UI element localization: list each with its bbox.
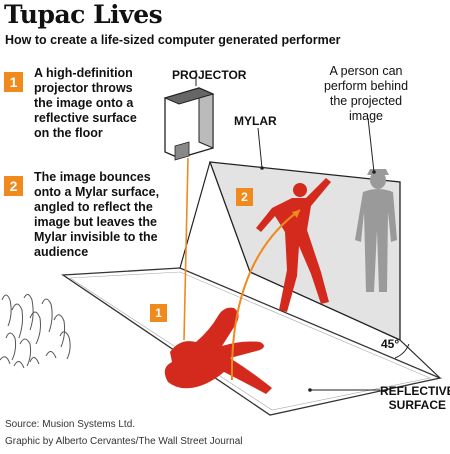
floor-marker-1: 1 (150, 304, 167, 322)
step-1-badge: 1 (4, 72, 23, 92)
step-2-text: The image bounces onto a Mylar surface, … (34, 170, 160, 259)
performer-note: A person can perform behind the projecte… (323, 64, 409, 123)
hidden-performer-silhouette (355, 169, 397, 292)
step-2-badge: 2 (4, 176, 23, 196)
reflective-surface-label: REFLECTIVE SURFACE (380, 384, 450, 412)
floor-projection (164, 307, 272, 394)
graphic-credit: Graphic by Alberto Cervantes/The Wall St… (5, 436, 243, 447)
source-credit: Source: Musion Systems Ltd. (5, 419, 136, 430)
page-subtitle: How to create a life-sized computer gene… (5, 33, 341, 47)
projection-beam (183, 157, 189, 341)
mylar-label: MYLAR (234, 114, 277, 128)
step-1-text: A high-definition projector throws the i… (34, 66, 137, 140)
page-title: Tupac Lives (4, 0, 163, 29)
hologram-figure (256, 178, 331, 312)
mylar-marker-2: 2 (236, 188, 253, 206)
angle-label: 45° (381, 337, 400, 351)
audience-silhouettes (0, 294, 71, 369)
projector-label: PROJECTOR (172, 68, 247, 82)
reflection-arc (230, 209, 301, 381)
angle-arc (394, 343, 410, 359)
projector-device (163, 70, 215, 161)
